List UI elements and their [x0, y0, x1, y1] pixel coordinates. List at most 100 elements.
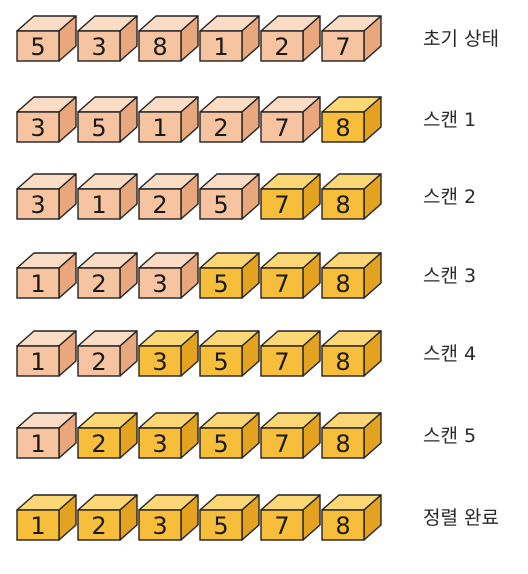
cube-front-face	[260, 267, 304, 299]
cube-value: 3	[152, 348, 167, 376]
cube-value: 3	[152, 512, 167, 540]
cube-value: 1	[30, 512, 45, 540]
unsorted-cube: 3	[16, 96, 77, 143]
sorted-cube: 1	[16, 494, 77, 541]
cube-value: 8	[335, 430, 350, 458]
row-label: 스캔 1	[423, 109, 476, 131]
cube-front-face	[199, 188, 243, 220]
cube-front-face	[77, 509, 121, 541]
cube-front-face	[321, 345, 365, 377]
scan-row: 1 2 3 5 7 8 스캔 4	[16, 330, 476, 377]
unsorted-cube: 1	[138, 96, 199, 143]
cube-value: 7	[274, 348, 289, 376]
cube-front-face	[16, 267, 60, 299]
unsorted-cube: 5	[77, 96, 138, 143]
unsorted-cube: 1	[16, 252, 77, 299]
cube-front-face	[77, 427, 121, 459]
cube-value: 1	[152, 114, 167, 142]
cube-front-face	[16, 345, 60, 377]
cube-front-face	[16, 427, 60, 459]
cube-value: 5	[30, 33, 45, 61]
unsorted-cube: 2	[77, 330, 138, 377]
cube-value: 1	[30, 348, 45, 376]
row-label: 스캔 4	[423, 343, 476, 365]
cube-value: 3	[91, 33, 106, 61]
unsorted-cube: 7	[321, 15, 382, 62]
cube-value: 3	[152, 270, 167, 298]
sorted-cube: 7	[260, 494, 321, 541]
cube-value: 2	[91, 348, 106, 376]
cube-value: 8	[335, 512, 350, 540]
cube-front-face	[321, 188, 365, 220]
cube-value: 5	[213, 348, 228, 376]
cube-front-face	[260, 188, 304, 220]
cube-front-face	[138, 30, 182, 62]
sorted-cube: 7	[260, 173, 321, 220]
cube-value: 2	[91, 512, 106, 540]
row-label: 스캔 3	[423, 265, 476, 287]
sorted-cube: 5	[199, 412, 260, 459]
unsorted-cube: 1	[77, 173, 138, 220]
cube-front-face	[321, 427, 365, 459]
unsorted-cube: 7	[260, 96, 321, 143]
sorted-cube: 5	[199, 330, 260, 377]
cube-value: 7	[274, 114, 289, 142]
sorted-cube: 8	[321, 330, 382, 377]
sorted-cube: 3	[138, 494, 199, 541]
cube-front-face	[321, 509, 365, 541]
cube-value: 3	[30, 191, 45, 219]
cube-front-face	[138, 427, 182, 459]
unsorted-cube: 2	[199, 96, 260, 143]
cube-front-face	[16, 188, 60, 220]
cube-value: 5	[213, 270, 228, 298]
sorted-cube: 8	[321, 173, 382, 220]
cube-value: 8	[335, 270, 350, 298]
sorted-cube: 5	[199, 252, 260, 299]
row-label: 정렬 완료	[423, 507, 499, 529]
cube-front-face	[77, 267, 121, 299]
sorted-cube: 8	[321, 494, 382, 541]
row-label: 초기 상태	[423, 28, 499, 50]
cube-front-face	[16, 509, 60, 541]
row-label: 스캔 5	[423, 425, 476, 447]
sorted-cube: 3	[138, 330, 199, 377]
cube-value: 8	[335, 191, 350, 219]
unsorted-cube: 5	[16, 15, 77, 62]
cube-value: 7	[274, 430, 289, 458]
cube-value: 2	[213, 114, 228, 142]
cube-value: 2	[91, 430, 106, 458]
cube-value: 5	[213, 191, 228, 219]
cube-front-face	[260, 111, 304, 143]
sorted-cube: 7	[260, 412, 321, 459]
unsorted-cube: 2	[260, 15, 321, 62]
cube-value: 7	[274, 512, 289, 540]
unsorted-cube: 2	[138, 173, 199, 220]
cube-front-face	[260, 509, 304, 541]
cube-value: 1	[30, 270, 45, 298]
unsorted-cube: 3	[77, 15, 138, 62]
cube-front-face	[260, 30, 304, 62]
sorted-cube: 5	[199, 494, 260, 541]
cube-value: 2	[274, 33, 289, 61]
row-label: 스캔 2	[423, 186, 476, 208]
cube-front-face	[138, 111, 182, 143]
unsorted-cube: 1	[199, 15, 260, 62]
cube-value: 8	[335, 114, 350, 142]
cube-value: 7	[274, 270, 289, 298]
cube-front-face	[77, 111, 121, 143]
unsorted-cube: 8	[138, 15, 199, 62]
cube-value: 1	[213, 33, 228, 61]
cube-front-face	[199, 509, 243, 541]
sorted-cube: 2	[77, 494, 138, 541]
cube-front-face	[199, 267, 243, 299]
sorted-cube: 7	[260, 252, 321, 299]
cube-front-face	[77, 345, 121, 377]
cube-value: 2	[91, 270, 106, 298]
cube-front-face	[321, 111, 365, 143]
